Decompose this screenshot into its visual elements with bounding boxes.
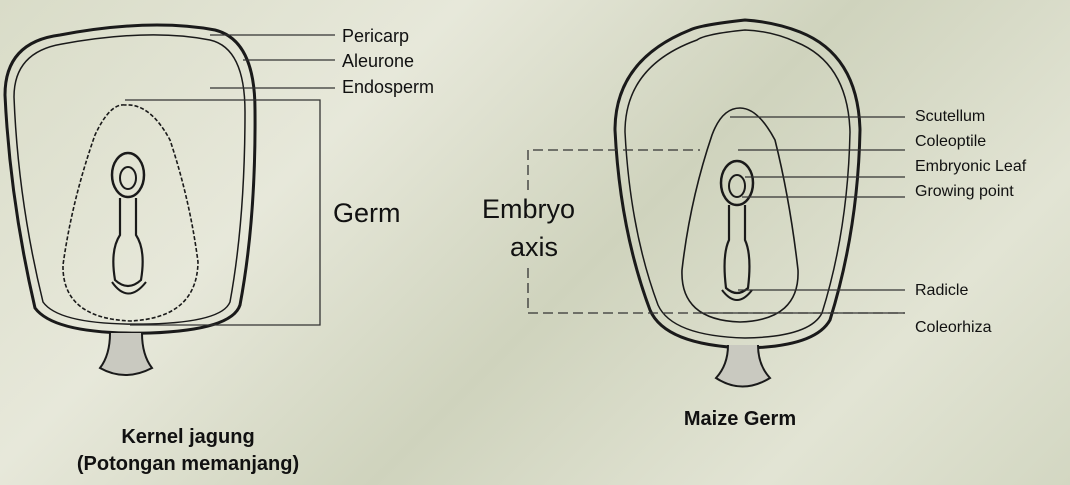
pericarp-label: Pericarp [342,27,409,45]
right-embryo-axis [725,205,750,293]
right-tip-cap [716,345,770,387]
left-germ-outline [63,105,198,321]
left-caption: Kernel jagung (Potongan memanjang) [38,424,338,478]
growing-point-label: Growing point [915,184,1014,200]
left-leader-lines [125,35,335,325]
endosperm-label: Endosperm [342,78,434,96]
right-aleurone-outline [625,30,850,338]
right-kernel [615,20,860,387]
left-embryo-axis [113,198,142,286]
left-caption-line2: (Potongan memanjang) [38,451,338,478]
right-leader-lines [528,117,905,313]
germ-bracket [125,100,320,325]
coleoptile-label: Coleoptile [915,134,986,150]
germ-label: Germ [333,200,401,227]
embryo-axis-bracket-top [528,150,700,190]
right-pericarp-outline [615,20,860,348]
right-embryo-leaf [721,161,753,205]
aleurone-label: Aleurone [342,52,414,70]
right-radicle-tip [722,290,752,300]
right-growing-point [729,175,745,197]
coleorhiza-label: Coleorhiza [915,320,991,336]
scutellum-label: Scutellum [915,109,985,125]
left-kernel [5,25,255,375]
left-radicle-tip [112,282,146,294]
embryonic-leaf-label: Embryonic Leaf [915,159,1026,175]
radicle-label: Radicle [915,283,968,299]
left-aleurone-outline [14,35,245,324]
left-growing-point [120,167,136,189]
left-caption-line1: Kernel jagung [38,424,338,451]
embryo-axis-label-line1: Embryo [482,196,575,223]
left-embryo-leaf [112,153,144,197]
embryo-axis-label-line2: axis [510,234,558,261]
right-caption: Maize Germ [640,406,840,433]
left-tip-cap [100,333,152,375]
